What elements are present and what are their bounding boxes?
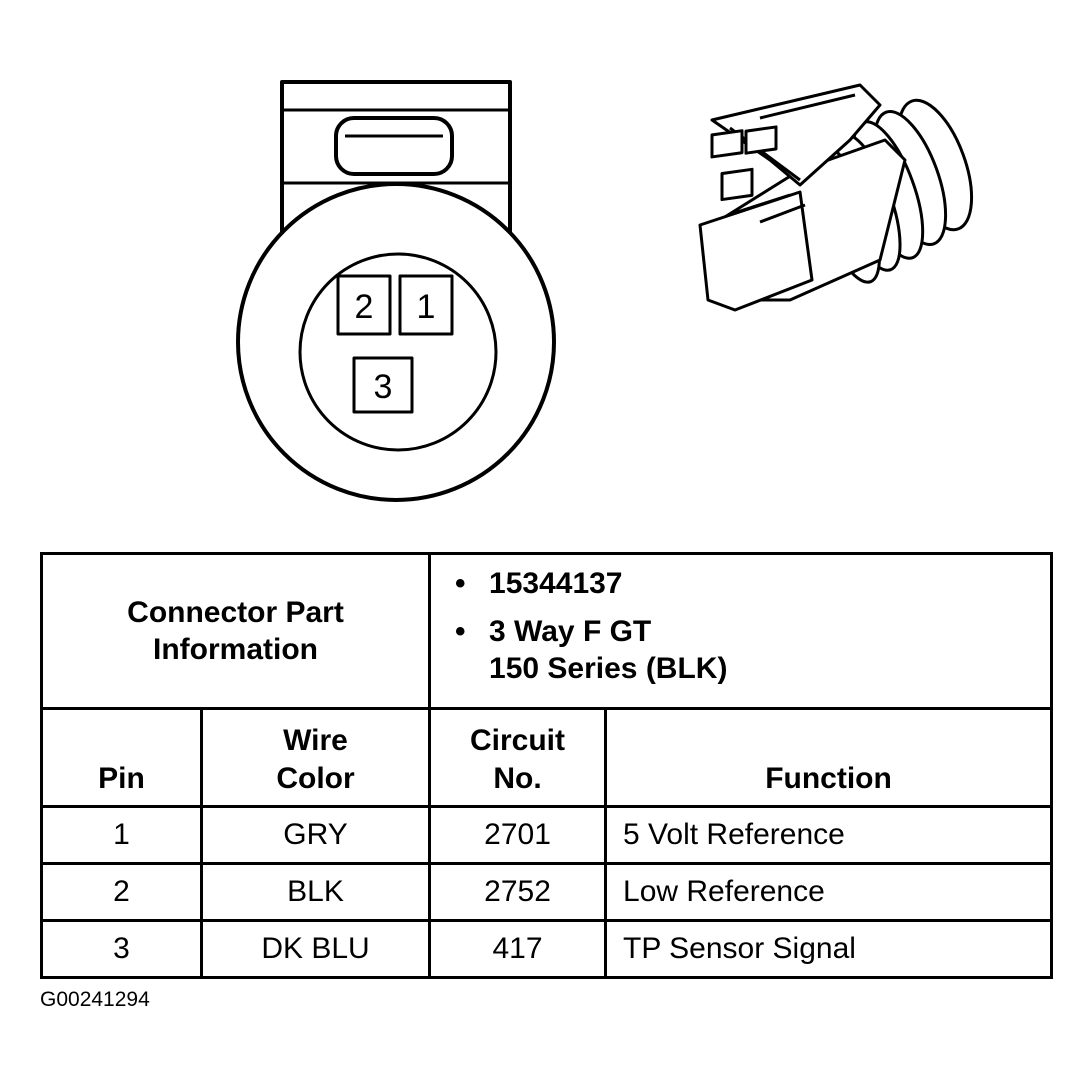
lock-tab: [334, 116, 454, 176]
table-row: 1 GRY 2701 5 Volt Reference: [40, 805, 1054, 865]
info-label-line1: Connector Part: [127, 595, 344, 629]
cell-circuit: 417: [428, 919, 608, 979]
connector-face-view: [236, 80, 556, 502]
cell-function: TP Sensor Signal: [604, 919, 1054, 979]
connector-illustration: 2 1 3: [236, 80, 974, 502]
info-label-cell: Connector Part Information: [39, 552, 432, 710]
header-pin: Pin: [40, 707, 203, 808]
cell-pin: 3: [40, 919, 203, 979]
info-row: Connector Part Information 15344137 3 Wa…: [39, 552, 1054, 710]
pin-label-1: 1: [417, 288, 436, 326]
connector-isometric-view: [698, 83, 974, 312]
cell-wire-color: GRY: [199, 805, 432, 865]
header-wire-color: Wire Color: [199, 707, 432, 808]
cell-pin: 2: [40, 862, 203, 922]
pin-cavity-3: [352, 356, 414, 414]
info-label-line2: Information: [153, 633, 318, 666]
cell-circuit: 2752: [428, 862, 608, 922]
table-row: 2 BLK 2752 Low Reference: [40, 862, 1054, 922]
cell-wire-color: DK BLU: [199, 919, 432, 979]
figure-id: G00241294: [40, 988, 150, 1011]
table-row: 3 DK BLU 417 TP Sensor Signal: [40, 919, 1054, 979]
cell-function: Low Reference: [604, 862, 1054, 922]
cell-function: 5 Volt Reference: [604, 805, 1054, 865]
cell-pin: 1: [40, 805, 203, 865]
cell-wire-color: BLK: [199, 862, 432, 922]
info-value-cell: 15344137 3 Way F GT 150 Series (BLK): [428, 552, 1054, 710]
header-function: Function: [604, 707, 1054, 808]
info-part-number: 15344137: [455, 565, 1050, 603]
header-circuit-no: Circuit No.: [428, 707, 608, 808]
pin-label-3: 3: [374, 368, 393, 406]
pin-cavity-2: [336, 274, 392, 336]
info-connector-type: 3 Way F GT 150 Series (BLK): [455, 613, 1050, 688]
cell-circuit: 2701: [428, 805, 608, 865]
pin-label-2: 2: [355, 288, 374, 326]
pin-cavity-1: [398, 274, 454, 336]
connector-part-table: Connector Part Information 15344137 3 Wa…: [39, 552, 1054, 979]
connector-body-inner: [298, 252, 498, 452]
header-row: Pin Wire Color Circuit No. Function: [40, 707, 1054, 808]
